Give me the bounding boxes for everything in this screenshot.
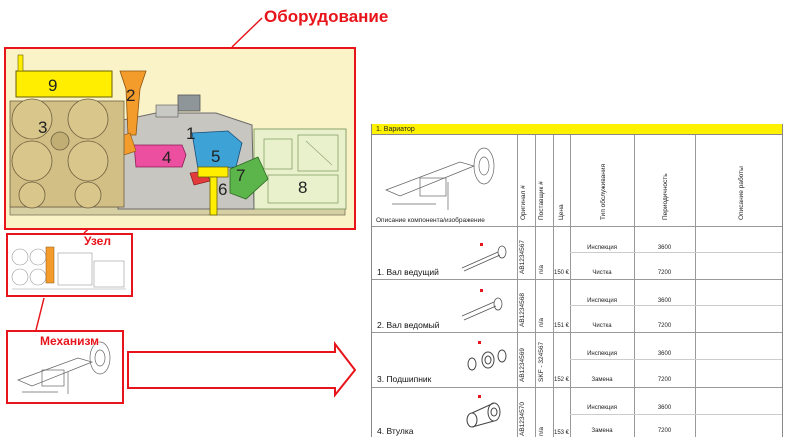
item-1-name: 1. Вал ведущий xyxy=(377,267,439,277)
item-2-supplier: n/a xyxy=(538,317,545,327)
item-1-image xyxy=(461,243,507,272)
big-arrow-icon xyxy=(127,341,357,398)
item-3-name: 3. Подшипник xyxy=(377,374,432,384)
component-header-image xyxy=(385,147,495,210)
item-3-price: 152 € xyxy=(553,377,569,383)
item-2-service-2-period: 7200 xyxy=(657,323,672,329)
item-2-price: 151 € xyxy=(553,323,569,329)
node-panel xyxy=(6,233,133,297)
machine-number-4: 4 xyxy=(162,148,171,167)
equipment-callout-line xyxy=(231,17,263,48)
node-drawing xyxy=(11,246,126,290)
header-work-description: Описание работы xyxy=(738,166,745,220)
equipment-title: Оборудование xyxy=(264,7,389,26)
maintenance-sheet: 1. Вариатор Описание компонента/изображе… xyxy=(371,124,783,437)
machine-number-5: 5 xyxy=(211,147,220,166)
header-service-type: Тип обслуживания xyxy=(600,164,607,220)
item-2-image xyxy=(461,289,503,321)
machine-number-9: 9 xyxy=(48,76,57,95)
item-3-supplier: SKF - 324567 xyxy=(538,341,545,382)
item-2-original: AB1234568 xyxy=(519,293,526,327)
header-supplier: Поставщик # xyxy=(538,181,545,220)
item-4-service-1-period: 3600 xyxy=(657,405,672,411)
item-1-service-1-type: Инспекция xyxy=(587,245,617,251)
item-2-name: 2. Вал ведомый xyxy=(377,320,440,330)
mechanism-label: Механизм xyxy=(40,334,100,348)
machine-number-1: 1 xyxy=(186,124,195,143)
item-4-name: 4. Втулка xyxy=(377,426,414,436)
sheet-title: 1. Вариатор xyxy=(372,124,782,135)
item-3-original: AB1234569 xyxy=(519,348,526,382)
machine-drawing: 9 2 3 1 4 5 6 7 8 xyxy=(9,54,347,216)
header-periodicity: Периодичность xyxy=(662,173,669,220)
header-price: Цена xyxy=(558,204,565,220)
item-4-service-2-type: Замена xyxy=(591,428,613,434)
machine-number-2: 2 xyxy=(126,86,135,105)
item-2-service-1-period: 3600 xyxy=(657,298,672,304)
item-1-service-2-period: 7200 xyxy=(657,270,672,276)
item-2-service-1-type: Инспекция xyxy=(587,298,617,304)
item-1-supplier: n/a xyxy=(538,264,545,274)
header-original: Оригинал # xyxy=(520,185,527,220)
machine-number-8: 8 xyxy=(298,178,307,197)
machine-number-6: 6 xyxy=(218,180,227,199)
item-2-service-2-type: Чистка xyxy=(592,323,612,329)
item-1-service-2-type: Чистка xyxy=(592,270,612,276)
node-label: Узел xyxy=(84,234,111,248)
item-3-service-2-type: Замена xyxy=(591,377,613,383)
item-3-image xyxy=(467,341,507,371)
item-3-service-1-period: 3600 xyxy=(657,351,672,357)
item-4-service-1-type: Инспекция xyxy=(587,405,617,411)
item-4-price: 153 € xyxy=(553,430,569,436)
item-3-service-2-period: 7200 xyxy=(657,377,672,383)
header-component: Описание компонента/изображение xyxy=(376,217,485,224)
item-4-image xyxy=(466,395,501,428)
mechanism-panel xyxy=(6,330,124,404)
item-1-price: 150 € xyxy=(553,270,569,276)
item-4-original: AB1234570 xyxy=(519,402,526,436)
machine-number-3: 3 xyxy=(38,118,47,137)
item-1-original: AB1234567 xyxy=(519,240,526,274)
mechanism-drawing xyxy=(17,341,111,394)
item-1-service-1-period: 3600 xyxy=(657,245,672,251)
item-4-service-2-period: 7200 xyxy=(657,428,672,434)
item-4-supplier: n/a xyxy=(538,426,545,436)
mechanism-callout-line xyxy=(35,297,45,331)
machine-number-7: 7 xyxy=(236,166,245,185)
equipment-panel: 9 2 3 1 4 5 6 7 8 xyxy=(4,47,356,230)
item-3-service-1-type: Инспекция xyxy=(587,351,617,357)
